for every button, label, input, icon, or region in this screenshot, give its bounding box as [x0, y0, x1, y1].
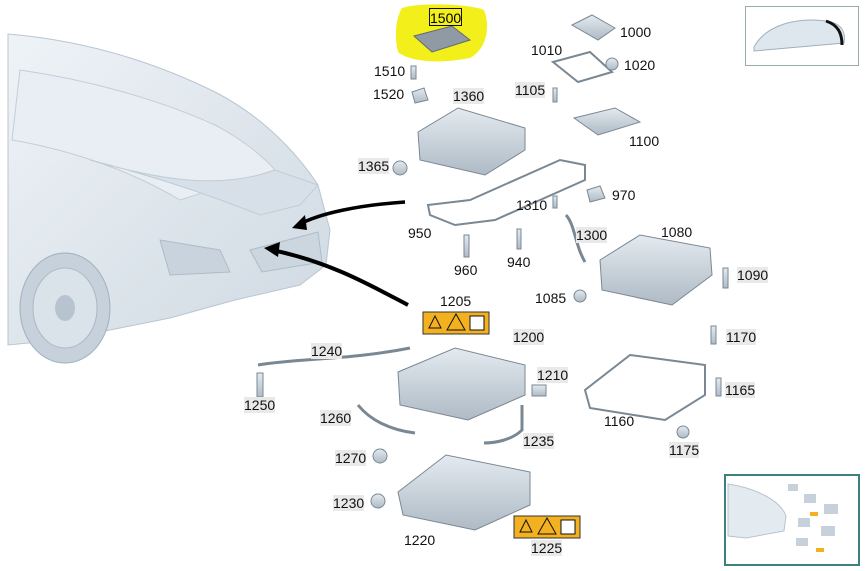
part-label-1240[interactable]: 1240 — [311, 343, 343, 359]
part-label-1020[interactable]: 1020 — [624, 57, 656, 73]
part-1000-shape[interactable] — [570, 14, 616, 41]
part-1270-shape[interactable] — [372, 448, 388, 464]
part-1165-shape[interactable] — [715, 377, 722, 397]
part-1100-shape[interactable] — [572, 107, 642, 136]
part-1235-shape[interactable] — [483, 405, 524, 445]
part-label-1310[interactable]: 1310 — [516, 197, 548, 213]
warning-label-1205[interactable] — [422, 311, 490, 335]
callout-arrows — [264, 200, 409, 307]
selected-part-label[interactable]: 1500 — [429, 8, 462, 26]
part-label-1230[interactable]: 1230 — [333, 495, 365, 511]
part-1090-shape[interactable] — [722, 267, 729, 289]
part-1200-shape[interactable] — [397, 347, 526, 421]
part-label-1365[interactable]: 1365 — [358, 158, 390, 174]
part-label-1100[interactable]: 1100 — [629, 133, 660, 149]
part-label-1260[interactable]: 1260 — [320, 410, 352, 426]
vehicle-rear-illustration — [7, 33, 331, 364]
part-1510-shape[interactable] — [410, 65, 417, 80]
part-1020-shape[interactable] — [605, 57, 619, 71]
warning-triangle-icon — [519, 518, 533, 533]
part-label-1085[interactable]: 1085 — [535, 290, 567, 306]
part-label-1205[interactable]: 1205 — [440, 293, 472, 309]
part-label-1105[interactable]: 1105 — [515, 82, 546, 98]
part-label-1220[interactable]: 1220 — [404, 532, 436, 548]
part-1105-shape[interactable] — [552, 87, 558, 103]
part-1220-shape[interactable] — [397, 454, 531, 531]
part-label-1225[interactable]: 1225 — [531, 540, 563, 556]
part-1010-shape[interactable] — [550, 50, 614, 84]
part-1365-shape[interactable] — [392, 160, 408, 176]
part-label-1510[interactable]: 1510 — [374, 63, 406, 79]
diagram-overview-minimap[interactable] — [724, 474, 860, 566]
part-970-shape[interactable] — [586, 185, 606, 203]
part-1500-module[interactable] — [412, 25, 472, 53]
part-1250-shape[interactable] — [256, 372, 264, 398]
electric-shock-icon — [537, 516, 557, 535]
part-1230-shape[interactable] — [370, 493, 386, 509]
part-label-1200[interactable]: 1200 — [513, 329, 545, 345]
minimap-graphic — [727, 483, 838, 552]
part-1085-shape[interactable] — [573, 289, 587, 303]
part-label-950[interactable]: 950 — [408, 225, 432, 241]
part-label-960[interactable]: 960 — [454, 262, 478, 278]
part-label-1520[interactable]: 1520 — [373, 86, 405, 102]
manual-icon — [469, 315, 485, 331]
part-label-1175[interactable]: 1175 — [669, 442, 700, 458]
part-label-940[interactable]: 940 — [507, 254, 531, 270]
vehicle-position-thumbnail[interactable] — [745, 6, 859, 66]
part-960-shape[interactable] — [463, 234, 470, 258]
part-label-1270[interactable]: 1270 — [335, 450, 367, 466]
warning-label-1225[interactable] — [513, 515, 581, 539]
part-1300-shape[interactable] — [564, 213, 587, 263]
part-940-shape[interactable] — [516, 228, 522, 250]
part-label-1235[interactable]: 1235 — [523, 433, 555, 449]
part-label-1000[interactable]: 1000 — [620, 24, 652, 40]
part-1210-shape[interactable] — [531, 384, 547, 397]
part-1520-shape[interactable] — [411, 87, 429, 104]
part-label-1300[interactable]: 1300 — [576, 227, 608, 243]
part-1260-shape[interactable] — [356, 404, 416, 435]
part-1170-shape[interactable] — [710, 325, 717, 345]
part-label-1160[interactable]: 1160 — [604, 413, 635, 429]
electric-shock-icon — [446, 312, 466, 331]
part-label-1170[interactable]: 1170 — [726, 329, 757, 345]
part-label-1010[interactable]: 1010 — [531, 42, 563, 58]
part-label-970[interactable]: 970 — [612, 187, 636, 203]
car-thumbnail-icon — [753, 19, 845, 52]
part-1160-shape[interactable] — [583, 353, 706, 422]
part-label-1210[interactable]: 1210 — [537, 367, 569, 383]
manual-icon — [560, 519, 576, 535]
part-1310-shape[interactable] — [552, 195, 558, 209]
part-950-shape[interactable] — [426, 158, 586, 227]
part-label-1250[interactable]: 1250 — [244, 397, 276, 413]
part-label-1360[interactable]: 1360 — [453, 88, 485, 104]
part-label-1165[interactable]: 1165 — [725, 382, 756, 398]
part-1175-shape[interactable] — [676, 425, 690, 439]
part-label-1080[interactable]: 1080 — [661, 224, 693, 240]
part-label-1090[interactable]: 1090 — [737, 267, 769, 283]
warning-triangle-icon — [428, 314, 442, 329]
part-1080-shape[interactable] — [599, 234, 713, 306]
part-1360-shape[interactable] — [417, 107, 526, 176]
